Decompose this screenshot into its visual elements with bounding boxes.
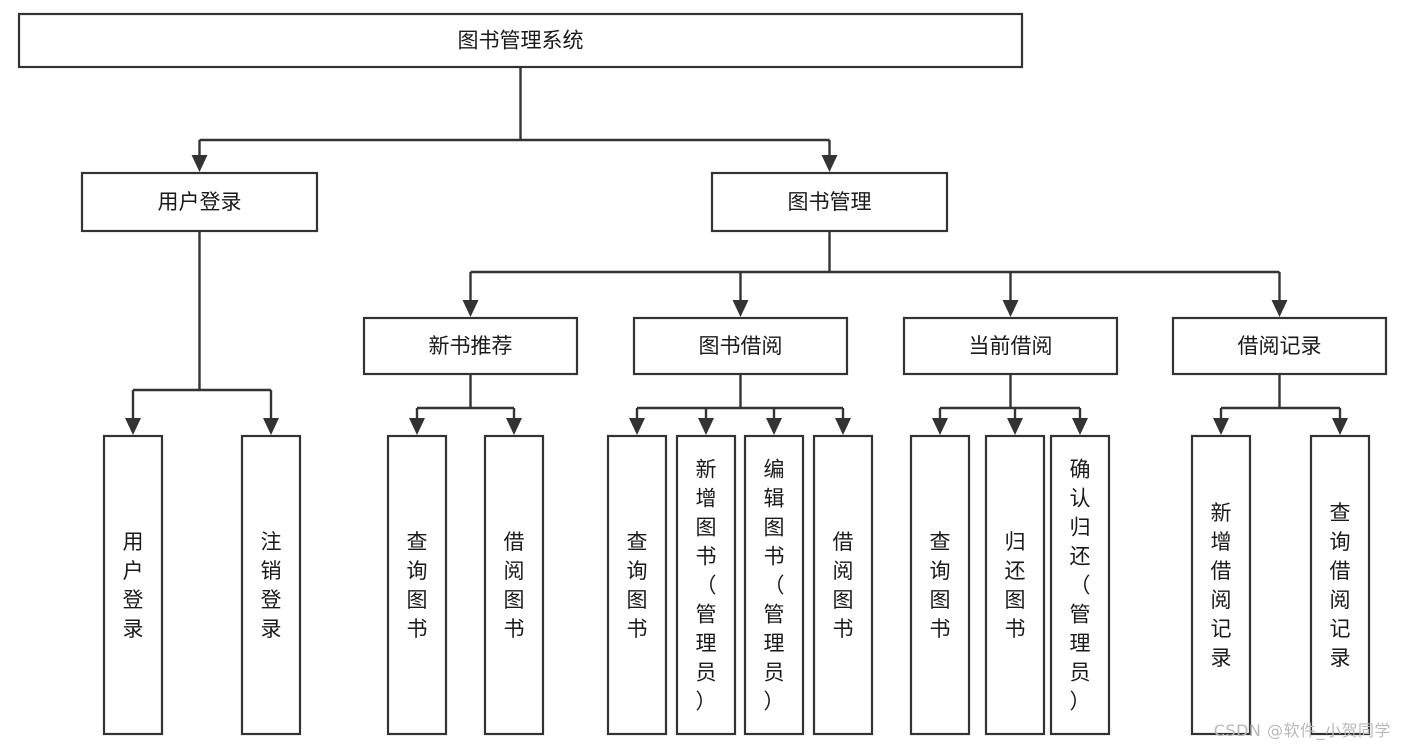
leaf-leaf-user-login-label: 用户登录: [123, 530, 144, 641]
leaf-leaf-bb-add-book-label: 新增图书（管理员）: [696, 458, 717, 714]
arrow-head: [1002, 300, 1019, 317]
leaf-leaf-bb-edit-book[interactable]: 编辑图书（管理员）: [743, 434, 805, 736]
arrow-head: [732, 300, 749, 317]
leaf-leaf-bb-add-book[interactable]: 新增图书（管理员）: [675, 434, 737, 736]
node-root[interactable]: 图书管理系统: [17, 12, 1024, 69]
node-book-manage-rect: [710, 171, 949, 233]
leaf-leaf-rec-query-book[interactable]: 查询图书: [386, 434, 448, 736]
node-book-manage-label: 图书管理: [788, 190, 872, 214]
leaf-leaf-rec-borrow-book-rect: [483, 434, 545, 736]
leaf-leaf-user-login[interactable]: 用户登录: [102, 434, 164, 736]
leaf-leaf-cb-return-book-rect: [984, 434, 1046, 736]
node-book-borrow-label: 图书借阅: [699, 334, 783, 358]
leaf-leaf-br-query-record-label: 查询借阅记录: [1330, 501, 1351, 670]
leaf-leaf-bb-borrow-book-rect: [812, 434, 874, 736]
arrow-head: [506, 418, 522, 435]
arrow-head: [1213, 418, 1229, 435]
arrow-head: [409, 418, 425, 435]
leaf-leaf-bb-edit-book-rect: [743, 434, 805, 736]
node-root-rect: [17, 12, 1024, 69]
leaf-leaf-br-add-record-rect: [1190, 434, 1252, 736]
arrow-head: [1007, 418, 1023, 435]
node-new-book-recommend-label: 新书推荐: [429, 334, 513, 358]
node-current-borrow-label: 当前借阅: [969, 334, 1053, 358]
node-user-login-label: 用户登录: [158, 190, 242, 214]
leaf-leaf-cb-query-book-rect: [909, 434, 971, 736]
node-book-borrow-rect: [632, 316, 849, 376]
leaf-leaf-bb-query-book[interactable]: 查询图书: [606, 434, 668, 736]
arrow-head: [821, 155, 838, 172]
leaf-leaf-cb-query-book[interactable]: 查询图书: [909, 434, 971, 736]
leaf-leaf-cb-return-book-label: 归还图书: [1005, 530, 1026, 641]
arrow-head: [932, 418, 948, 435]
connector-layer: [125, 68, 1348, 435]
arrow-head: [462, 300, 479, 317]
leaf-leaf-bb-query-book-label: 查询图书: [627, 530, 648, 641]
leaf-leaf-bb-borrow-book[interactable]: 借阅图书: [812, 434, 874, 736]
arrow-head: [698, 418, 714, 435]
node-new-book-recommend-rect: [362, 316, 579, 376]
node-root-label: 图书管理系统: [458, 29, 584, 53]
arrow-head: [629, 418, 645, 435]
node-current-borrow[interactable]: 当前借阅: [902, 316, 1119, 376]
node-borrow-record[interactable]: 借阅记录: [1171, 316, 1388, 376]
leaf-leaf-rec-borrow-book[interactable]: 借阅图书: [483, 434, 545, 736]
leaf-leaf-rec-query-book-rect: [386, 434, 448, 736]
leaf-leaf-cb-confirm-return[interactable]: 确认归还（管理员）: [1049, 434, 1111, 736]
leaf-leaf-rec-borrow-book-label: 借阅图书: [504, 530, 525, 641]
leaf-leaf-user-login-rect: [102, 434, 164, 736]
arrow-head: [766, 418, 782, 435]
leaf-leaf-br-add-record-label: 新增借阅记录: [1211, 501, 1232, 670]
node-current-borrow-rect: [902, 316, 1119, 376]
leaf-leaf-user-logout[interactable]: 注销登录: [240, 434, 302, 736]
leaf-leaf-cb-return-book[interactable]: 归还图书: [984, 434, 1046, 736]
arrow-head: [1072, 418, 1088, 435]
node-user-login-rect: [80, 171, 319, 233]
node-borrow-record-rect: [1171, 316, 1388, 376]
arrow-head: [1332, 418, 1348, 435]
node-book-borrow[interactable]: 图书借阅: [632, 316, 849, 376]
node-new-book-recommend[interactable]: 新书推荐: [362, 316, 579, 376]
leaf-leaf-cb-query-book-label: 查询图书: [930, 530, 951, 641]
arrow-head: [835, 418, 851, 435]
node-user-login[interactable]: 用户登录: [80, 171, 319, 233]
leaf-leaf-bb-borrow-book-label: 借阅图书: [833, 530, 854, 641]
node-borrow-record-label: 借阅记录: [1238, 334, 1322, 358]
leaf-leaf-bb-query-book-rect: [606, 434, 668, 736]
node-layer: 图书管理系统用户登录图书管理新书推荐图书借阅当前借阅借阅记录用户登录注销登录查询…: [17, 12, 1388, 736]
arrow-head: [263, 418, 279, 435]
leaf-leaf-rec-query-book-label: 查询图书: [407, 530, 428, 641]
node-book-manage[interactable]: 图书管理: [710, 171, 949, 233]
leaf-leaf-user-logout-rect: [240, 434, 302, 736]
leaf-leaf-bb-edit-book-label: 编辑图书（管理员）: [764, 458, 785, 714]
leaf-leaf-cb-confirm-return-rect: [1049, 434, 1111, 736]
leaf-leaf-cb-confirm-return-label: 确认归还（管理员）: [1070, 458, 1091, 714]
leaf-leaf-br-query-record-rect: [1309, 434, 1371, 736]
arrow-head: [1271, 300, 1288, 317]
leaf-leaf-br-add-record[interactable]: 新增借阅记录: [1190, 434, 1252, 736]
leaf-leaf-bb-add-book-rect: [675, 434, 737, 736]
leaf-leaf-user-logout-label: 注销登录: [261, 530, 282, 641]
leaf-leaf-br-query-record[interactable]: 查询借阅记录: [1309, 434, 1371, 736]
arrow-head: [191, 155, 208, 172]
arrow-head: [125, 418, 141, 435]
